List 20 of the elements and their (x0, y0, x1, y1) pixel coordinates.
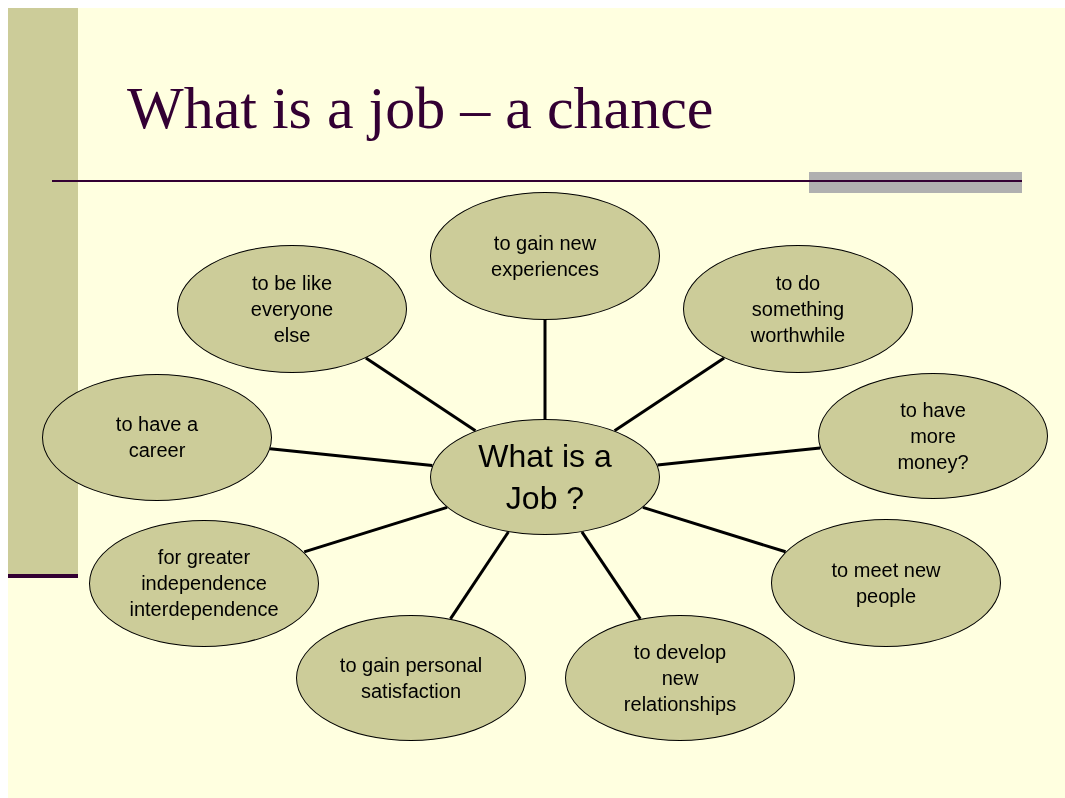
connector-line (269, 447, 433, 467)
node-text: to have a career (114, 412, 200, 463)
connector-line (543, 320, 547, 419)
connector-line (613, 356, 725, 433)
node-text: to gain personal satisfaction (338, 653, 484, 704)
node-text: to have more money? (896, 398, 970, 475)
connector-line (365, 356, 477, 433)
connector-line (580, 531, 642, 620)
node-text: What is a Job ? (477, 437, 613, 518)
node-text: to do something worthwhile (749, 271, 847, 348)
node-text: for greater independence interdependence (128, 545, 280, 622)
connector-line (449, 531, 510, 620)
node-text: to gain new experiences (490, 231, 600, 282)
connector-line (303, 506, 448, 554)
node-text: to develop new relationships (622, 640, 738, 717)
connector-line (657, 446, 821, 467)
node-text: to meet new people (831, 558, 941, 609)
slide-title: What is a job – a chance (127, 74, 714, 143)
connector-line (642, 506, 787, 554)
node-text: to be like everyone else (249, 271, 335, 348)
